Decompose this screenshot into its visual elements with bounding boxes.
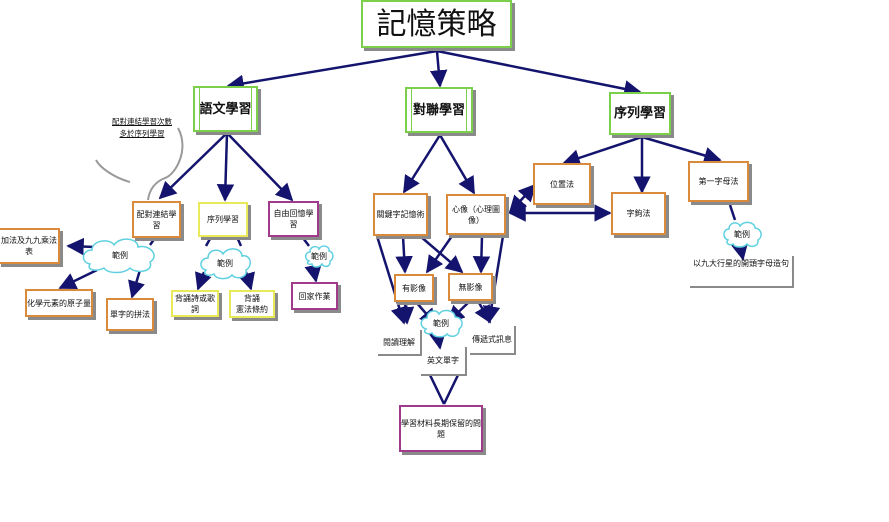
example-homework[interactable]: 回家作業 (291, 282, 338, 310)
root-node[interactable]: 記憶策略 (361, 0, 512, 48)
node-peg-word[interactable]: 字鉤法 (611, 192, 666, 235)
arrow-paired-cloud (148, 237, 157, 246)
example-constitution[interactable]: 背誦 憲法條約 (229, 290, 275, 318)
example-planets-sentence[interactable]: 以九大行星的開頭字母造句 (690, 256, 794, 288)
example-english-words[interactable]: 英文單字 (421, 347, 467, 376)
example-addition-table[interactable]: 加法及九九乘法表 (0, 228, 60, 264)
example-cloud-paired: 範例 (80, 236, 160, 274)
arrow-serial-cloud-a (204, 236, 213, 247)
arrow-cloud-addition (66, 237, 96, 256)
speech-bubble-outline (95, 127, 184, 201)
example-message[interactable]: 傳遞式訊息 (470, 326, 516, 355)
arrow-cloud-spell (128, 269, 145, 299)
arrow-english-bottom-a (428, 374, 446, 405)
arrow-cloud-chem (58, 268, 98, 290)
arrow-serial-cloud-b (235, 236, 243, 247)
arrow-imagery-loci (508, 183, 537, 214)
cloud-icon (82, 238, 155, 274)
arrow-with-reading (396, 301, 415, 325)
arrow-serial-first (641, 135, 722, 164)
arrow-cloud-homework (304, 263, 322, 283)
cloud-icon (420, 309, 463, 338)
node-long-term-retention[interactable]: 學習材料長期保留的問題 (399, 405, 483, 452)
arrow-serial-loci (562, 135, 643, 167)
node-verbal-learning[interactable]: 語文學習 (193, 86, 258, 132)
arrow-cloud-poem (194, 271, 212, 291)
node-free-recall[interactable]: 自由回憶學習 (268, 201, 319, 237)
note-bubble: 配對連結學習次數 多於序列學習 (112, 117, 172, 138)
arrow-cloud-constitution (238, 271, 255, 291)
node-paired-learning[interactable]: 配對連結學習 (132, 201, 181, 238)
arrow-verbal-free (226, 132, 294, 202)
arrow-first-cloud (728, 204, 737, 221)
node-with-image[interactable]: 有影像 (394, 274, 434, 302)
arrow-root-paired (429, 50, 448, 88)
example-reading[interactable]: 閱讀理解 (378, 330, 422, 356)
arrow-verbal-paired (158, 132, 228, 200)
example-spelling[interactable]: 單字的拼法 (106, 298, 154, 331)
example-poem[interactable]: 背誦詩或歌詞 (171, 290, 219, 317)
example-cloud-serial-right: 範例 (722, 220, 762, 248)
arrow-root-serial (436, 49, 642, 98)
node-first-letter[interactable]: 第一字母法 (688, 161, 749, 202)
cloud-icon (200, 248, 251, 280)
node-paired-assoc-learning[interactable]: 對聯學習 (405, 87, 473, 133)
arrow-pa-keyword (402, 134, 442, 194)
arrow-root-verbal (226, 49, 438, 93)
node-keyword-mnemonic[interactable]: 關鍵字記憶術 (373, 193, 428, 236)
arrow-verbal-serial (216, 132, 235, 202)
arrow-imagery-with (425, 235, 454, 274)
arrow-imagery-without (472, 235, 491, 274)
cloud-icon (723, 221, 762, 248)
example-cloud-serial: 範例 (198, 246, 252, 280)
cloud-icon (305, 245, 334, 268)
arrow-free-cloud (302, 237, 310, 247)
arrow-english-bottom-b (442, 374, 460, 405)
node-serial-learning[interactable]: 序列學習 (609, 92, 671, 135)
node-without-image[interactable]: 無影像 (448, 273, 493, 301)
root-title: 記憶策略 (376, 6, 497, 42)
node-mental-imagery[interactable]: 心像（心理圖像） (446, 194, 506, 235)
example-cloud-free: 範例 (304, 244, 334, 268)
arrow-without-message (474, 300, 492, 324)
node-method-of-loci[interactable]: 位置法 (533, 163, 591, 205)
arrow-imagery-message (482, 235, 505, 324)
arrow-pa-imagery (438, 134, 476, 195)
arrow-cloud-english (428, 331, 447, 350)
node-serial-sub[interactable]: 序列學習 (198, 202, 248, 237)
example-atomic-weight[interactable]: 化學元素的原子量 (25, 289, 93, 317)
arrow-keyword-with (395, 235, 413, 274)
example-cloud-pa: 範例 (419, 308, 463, 338)
